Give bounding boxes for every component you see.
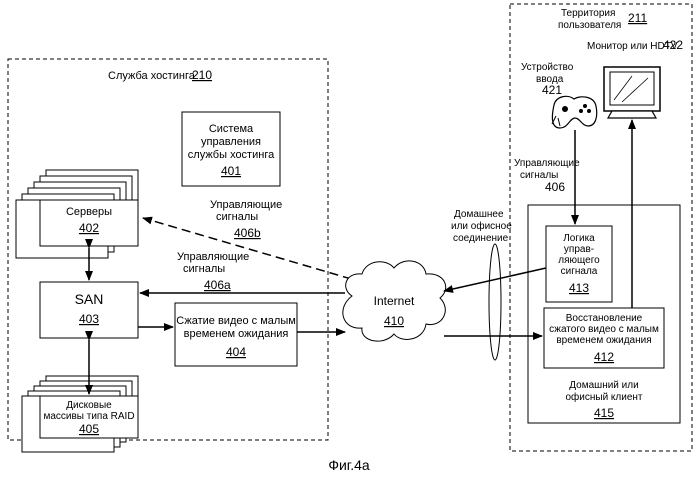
hosting-service-label: Служба хостинга — [108, 70, 196, 82]
servers-label: Серверы — [66, 206, 112, 218]
connection-label-1: Домашнее — [454, 209, 504, 220]
figure-caption: Фиг.4а — [328, 457, 370, 473]
svg-text:Логика: Логика — [563, 233, 595, 244]
signals-406-line1: Управляющие — [514, 158, 580, 169]
gamepad-icon — [552, 96, 597, 128]
san-label: SAN — [75, 291, 104, 307]
input-device-label-1: Устройство — [521, 62, 574, 73]
connection-label-3: соединение — [453, 233, 509, 244]
home-connection-ellipse — [489, 244, 501, 360]
mgmt-number: 401 — [221, 164, 241, 178]
home-client-number: 415 — [594, 406, 614, 420]
raid-label-2: массивы типа RAID — [43, 411, 134, 422]
control-logic-number: 413 — [569, 281, 589, 295]
connection-label-2: или офисное — [451, 220, 512, 232]
hosting-service-number: 210 — [192, 68, 212, 82]
video-decompression-number: 412 — [594, 350, 614, 364]
signals-406b-line2: сигналы — [216, 211, 258, 223]
signals-406b-number: 406b — [234, 226, 261, 240]
svg-text:службы хостинга: службы хостинга — [188, 149, 275, 161]
svg-text:временем ожидания: временем ожидания — [556, 335, 651, 346]
raid-number: 405 — [79, 422, 99, 436]
svg-text:Сжатие видео с малым: Сжатие видео с малым — [176, 315, 296, 327]
svg-text:Система: Система — [209, 123, 254, 135]
svg-text:сигнала: сигнала — [561, 266, 598, 277]
monitor-number: 422 — [663, 38, 683, 52]
signals-406b-line1: Управляющие — [210, 199, 282, 211]
san-number: 403 — [79, 312, 99, 326]
svg-text:ляющего: ляющего — [558, 255, 600, 266]
signals-406-number: 406 — [545, 180, 565, 194]
svg-text:Восстановление: Восстановление — [566, 313, 643, 324]
home-client-label-2: офисный клиент — [565, 391, 642, 403]
compression-number: 404 — [226, 345, 246, 359]
svg-text:временем ожидания: временем ожидания — [184, 328, 289, 340]
user-premises-label-1: Территория — [561, 8, 615, 19]
monitor-icon — [604, 67, 660, 118]
user-premises-number: 211 — [628, 11, 647, 25]
signals-406a-line1: Управляющие — [177, 251, 249, 263]
raid-label-1: Дисковые — [66, 400, 112, 411]
internet-number: 410 — [384, 314, 404, 328]
svg-text:управления: управления — [201, 136, 261, 148]
signals-406a-number: 406a — [204, 278, 231, 292]
servers-number: 402 — [79, 221, 99, 235]
svg-text:управ-: управ- — [564, 244, 594, 255]
signals-406a-line2: сигналы — [183, 263, 225, 275]
internet-label: Internet — [374, 294, 415, 308]
svg-text:сжатого видео с малым: сжатого видео с малым — [549, 324, 659, 335]
home-client-label-1: Домашний или — [569, 380, 638, 391]
user-premises-label-2: пользователя — [558, 20, 621, 31]
input-device-number: 421 — [542, 83, 562, 97]
hosting-management-system: Система управления службы хостинга 401 — [182, 112, 280, 186]
